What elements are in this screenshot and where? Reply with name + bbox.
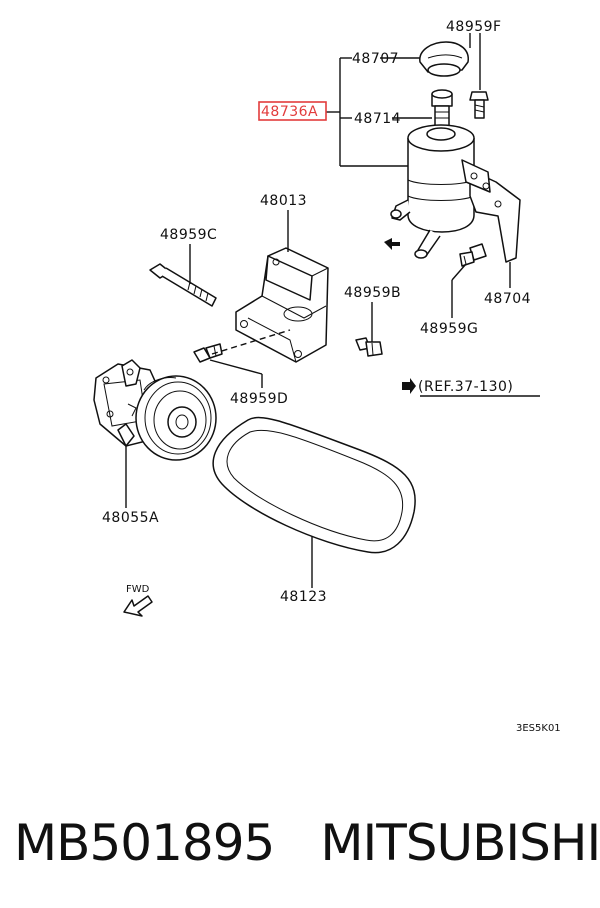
drive-belt <box>212 416 416 554</box>
bolt-48959g <box>459 243 487 267</box>
label-48013[interactable]: 48013 <box>260 193 307 209</box>
ref-note[interactable]: (REF.37-130) <box>418 379 513 395</box>
reservoir-filter <box>431 89 453 127</box>
reservoir-cap <box>419 41 469 77</box>
forward-arrow-icon <box>123 595 153 617</box>
label-48707[interactable]: 48707 <box>352 51 399 67</box>
reservoir-tank <box>390 124 475 259</box>
parts-diagram: 48959F 48707 48736A 48714 48013 48959C 4… <box>93 19 561 734</box>
leader-lines <box>125 33 540 588</box>
bolt-48959b <box>355 337 383 357</box>
label-48704[interactable]: 48704 <box>484 291 531 307</box>
reservoir-bracket <box>461 159 521 263</box>
label-48959b[interactable]: 48959B <box>344 285 401 301</box>
diagram-code: 3ES5K01 <box>516 723 561 734</box>
direction-arrow-icon <box>384 238 400 250</box>
fwd-label: FWD <box>126 584 150 595</box>
label-48959g[interactable]: 48959G <box>420 321 478 337</box>
brand-name: MITSUBISHI <box>320 814 600 872</box>
caption-bar: MB501895 MITSUBISHI <box>14 808 600 878</box>
label-48714[interactable]: 48714 <box>354 111 401 127</box>
bolt-48959c <box>149 263 217 307</box>
bolt-48959d <box>193 343 223 363</box>
bolt-48959f <box>469 91 489 119</box>
label-48736a[interactable]: 48736A <box>261 104 318 120</box>
label-48123[interactable]: 48123 <box>280 589 327 605</box>
ref-arrow-icon <box>402 378 416 394</box>
pump-bracket <box>235 247 329 363</box>
label-48959f[interactable]: 48959F <box>446 19 502 35</box>
label-48959d[interactable]: 48959D <box>230 391 288 407</box>
part-number: MB501895 <box>14 814 275 872</box>
label-48055a[interactable]: 48055A <box>102 510 159 526</box>
label-48959c[interactable]: 48959C <box>160 227 217 243</box>
pump-pulley <box>135 375 217 461</box>
label-48736a-highlight <box>258 101 327 121</box>
